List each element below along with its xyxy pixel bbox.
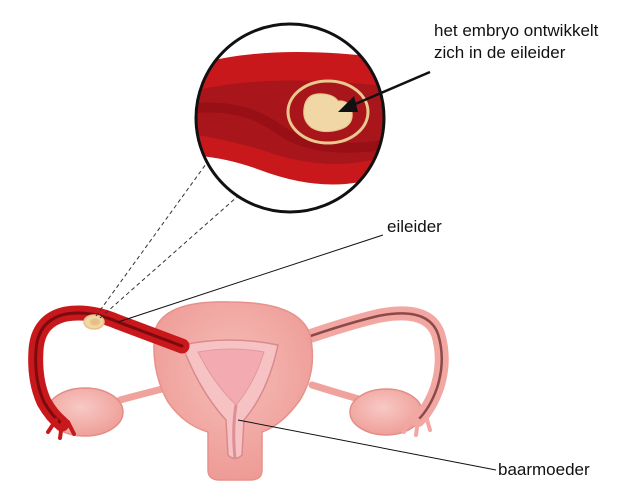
fallopian-tube-label: eileider <box>387 217 442 236</box>
right-fimbriae <box>404 416 430 435</box>
uterus-anatomy <box>36 302 442 480</box>
zoom-connector-left <box>96 164 206 316</box>
right-ovary-ligament <box>312 385 362 400</box>
left-fimbriae <box>48 420 74 438</box>
embryo-in-tube-core <box>90 319 100 326</box>
embryo-label-line1: het embryo ontwikkelt <box>434 21 599 40</box>
embryo-label-line2: zich in de eileider <box>434 43 566 62</box>
zoom-connector-right <box>100 196 238 318</box>
zoom-detail <box>180 24 400 212</box>
right-ovary <box>350 389 422 435</box>
uterus-label: baarmoeder <box>498 460 590 479</box>
